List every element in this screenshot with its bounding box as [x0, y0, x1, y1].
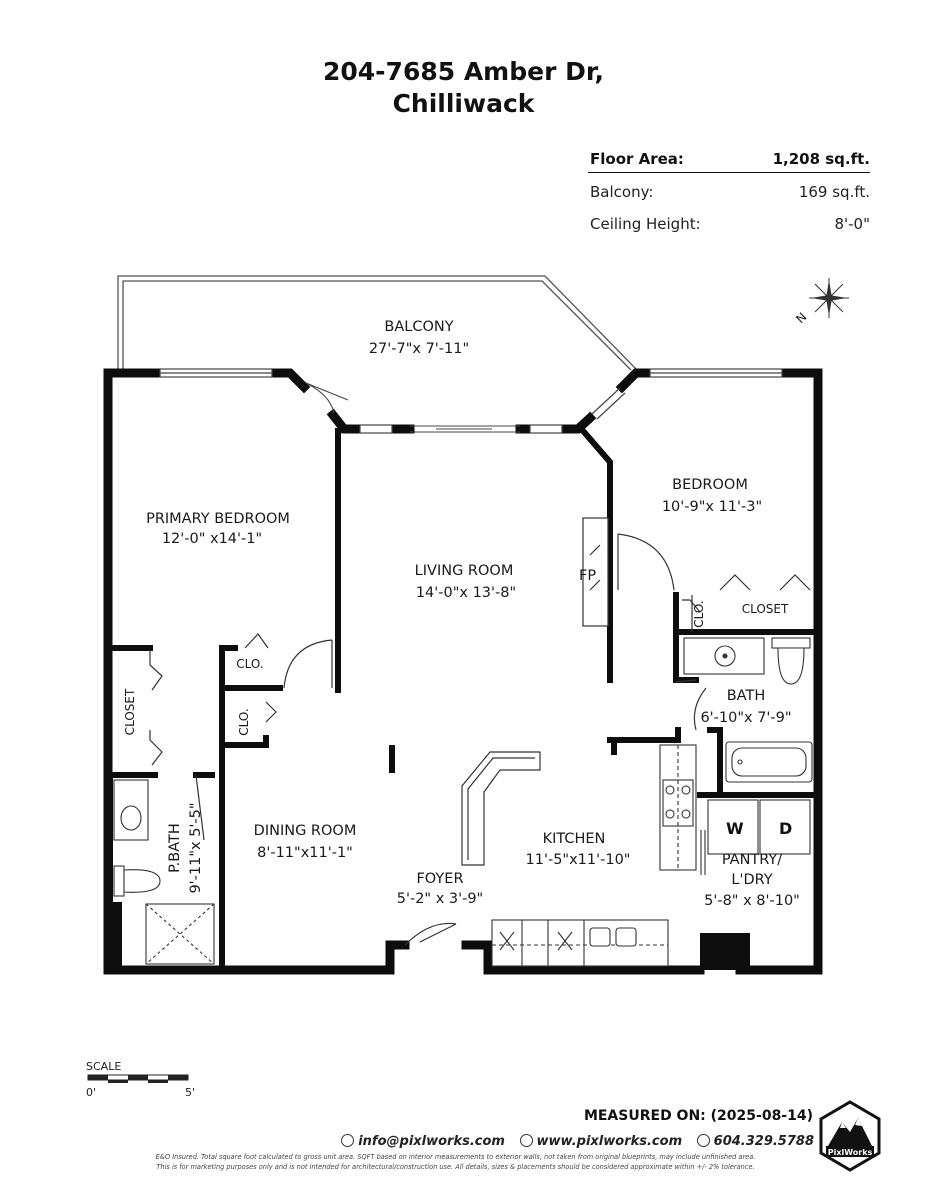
address-line-2: Chilliwack: [392, 89, 535, 118]
bedroom-closet-label: CLOSET: [742, 602, 789, 616]
primary-bedroom-name: PRIMARY BEDROOM: [146, 511, 290, 527]
kitchen-counter-right: [659, 744, 697, 871]
contact-bar: info@pixlworks.com www.pixlworks.com 604…: [331, 1134, 814, 1149]
balcony-outline: [117, 275, 638, 371]
kitchen-counter-bottom: [491, 919, 669, 967]
p-bath-closet-label: CLOSET: [123, 688, 137, 735]
p-bath-fixtures: [113, 779, 215, 965]
measured-on: MEASURED ON: (2025-08-14): [583, 1108, 813, 1124]
email-contact[interactable]: info@pixlworks.com: [341, 1134, 505, 1149]
pantry-name: PANTRY/: [722, 852, 782, 868]
dining-room-name: DINING ROOM: [254, 823, 357, 839]
bedroom-name: BEDROOM: [672, 477, 748, 493]
scale-end: 5': [185, 1086, 196, 1099]
windows: [159, 368, 783, 434]
address-line-1: 204-7685 Amber Dr,: [322, 57, 605, 86]
foyer-name: FOYER: [416, 871, 463, 887]
compass-north-label: N: [793, 310, 809, 326]
swing-doors: [195, 533, 707, 946]
bath-name: BATH: [727, 688, 766, 704]
foyer-dims: 5'-2" x 3'-9": [397, 891, 483, 907]
fireplace-label: FP: [579, 568, 596, 584]
laundry: [700, 799, 811, 875]
exterior-walls: [103, 368, 823, 975]
bath-fixtures: [683, 637, 813, 783]
scale-start: 0': [86, 1086, 97, 1099]
kitchen-dims: 11'-5"x11'-10": [526, 852, 631, 868]
phone-contact[interactable]: 604.329.5788: [696, 1134, 814, 1149]
bath-dims: 6'-10"x 7'-9": [700, 710, 791, 726]
p-bath-name: P.BATH: [167, 823, 183, 873]
living-room-dims: 14'-0"x 13'-8": [416, 585, 516, 601]
compass-rose-icon: N: [793, 278, 849, 326]
bedroom-clo-label: CLO.: [692, 600, 706, 627]
fireplace: [582, 517, 609, 627]
dining-room-dims: 8'-11"x11'-1": [257, 845, 353, 861]
balcony-name: BALCONY: [384, 319, 453, 335]
disclaimer-line-2: This is for marketing purposes only and …: [156, 1163, 755, 1171]
living-room-name: LIVING ROOM: [415, 563, 514, 579]
dining-clo-label: CLO.: [237, 708, 251, 735]
dryer-label: D: [779, 819, 792, 838]
disclaimer-line-1: E&O Insured. Total square foot calculate…: [155, 1153, 756, 1161]
primary-bedroom-dims: 12'-0" x14'-1": [162, 531, 262, 547]
balcony-dims: 27'-7"x 7'-11": [369, 341, 469, 357]
kitchen-island: [461, 751, 541, 866]
scale-title: SCALE: [86, 1060, 122, 1073]
bedroom-dims: 10'-9"x 11'-3": [662, 499, 762, 515]
primary-clo-label: CLO.: [236, 657, 263, 671]
p-bath-dims: 9'-11"x 5'-5": [188, 802, 204, 893]
washer-label: W: [726, 819, 744, 838]
logo-text: PixlWorks: [828, 1148, 873, 1157]
balcony-door: [305, 382, 349, 414]
pantry-name-2: L'DRY: [731, 872, 772, 888]
pantry-dims: 5'-8" x 8'-10": [704, 893, 800, 909]
stat-balcony: Balcony: 169 sq.ft.: [590, 183, 870, 201]
closet-doors: [149, 574, 811, 766]
stat-floor-area: Floor Area: 1,208 sq.ft.: [588, 150, 870, 173]
scale-bar-icon: [87, 1074, 189, 1083]
sliding-door: [410, 425, 520, 433]
stat-ceiling-height: Ceiling Height: 8'-0": [590, 215, 870, 233]
interior-walls: [105, 427, 821, 973]
kitchen-name: KITCHEN: [543, 831, 606, 847]
website-contact[interactable]: www.pixlworks.com: [519, 1134, 682, 1149]
email-icon: [341, 1134, 355, 1147]
globe-icon: [519, 1134, 533, 1147]
phone-icon: [696, 1134, 710, 1147]
pixlworks-logo: PixlWorks: [819, 1100, 881, 1172]
